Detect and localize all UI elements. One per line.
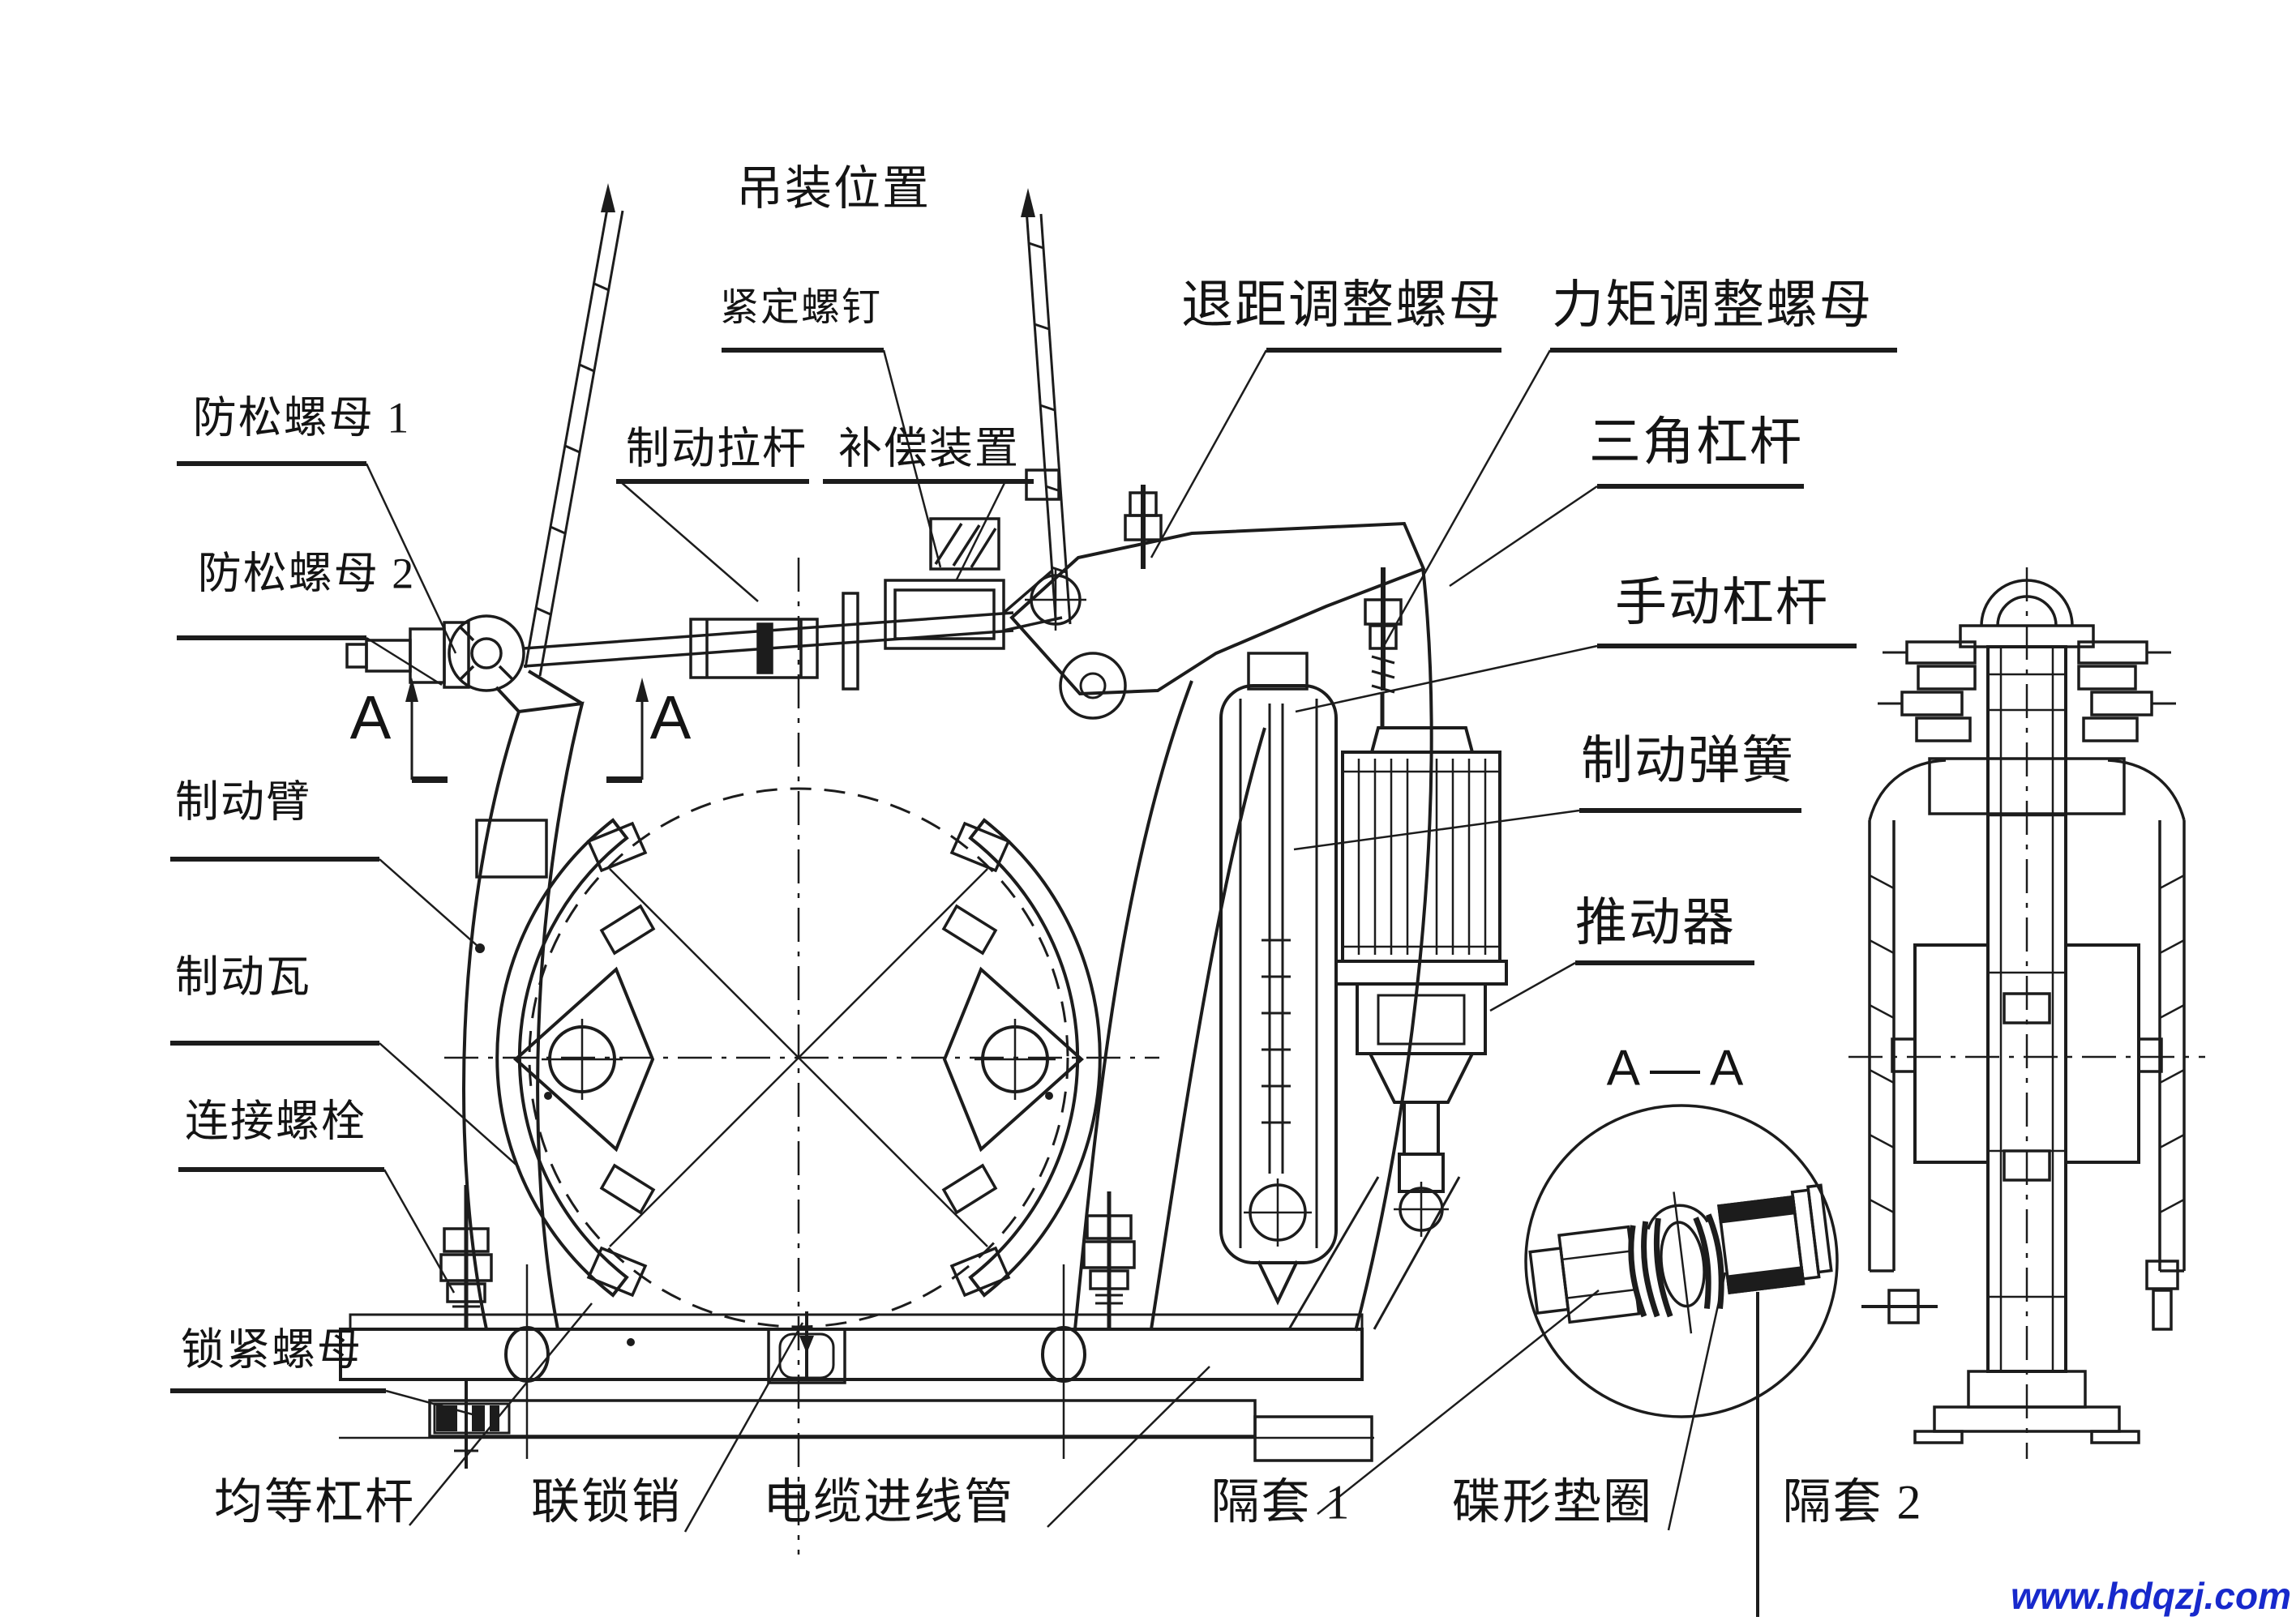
- label-brake-arm: 制动臂: [175, 777, 311, 827]
- thruster-body: [1287, 692, 1508, 1330]
- label-lifting-position: 吊装位置: [735, 162, 932, 215]
- base-assembly: [339, 1264, 1374, 1462]
- section-mark-left-letter: A: [349, 683, 393, 753]
- label-anti-loose-nut-2: 防松螺母 2: [197, 549, 416, 598]
- right-brake-shoe: [941, 818, 1102, 1298]
- label-triangle-lever: 三角杠杆: [1589, 413, 1803, 471]
- label-spacer-1: 隔套 1: [1210, 1475, 1351, 1529]
- site-watermark: www.hdqzj.com: [2011, 1575, 2291, 1617]
- right-anchor-bolt: [1082, 1191, 1136, 1329]
- manual-lever-channel: [1219, 652, 1338, 1306]
- label-cable-inlet-pipe: 电缆进线管: [763, 1475, 1014, 1529]
- left-brake-shoe: [495, 818, 656, 1298]
- sling-arrow-left-icon: [601, 183, 615, 212]
- section-shaft-assembly: [1528, 1183, 1833, 1334]
- label-brake-pull-rod: 制动拉杆: [626, 424, 807, 473]
- brake-drum: [444, 558, 1159, 1555]
- top-pull-rod-assembly: [345, 517, 1063, 692]
- side-view: [1848, 567, 2205, 1459]
- section-cut-marks: [405, 678, 649, 783]
- section-mark-right-letter: A: [649, 683, 693, 753]
- label-equalizing-lever: 均等杠杆: [214, 1475, 415, 1529]
- label-interlock-pin: 联锁销: [531, 1475, 682, 1529]
- label-disc-washer: 碟形垫圈: [1452, 1475, 1653, 1529]
- label-brake-spring: 制动弹簧: [1581, 732, 1795, 789]
- lifting-sling-lines: [524, 183, 1072, 677]
- label-manual-lever: 手动杠杆: [1615, 574, 1829, 631]
- left-brake-arm: [462, 669, 585, 1330]
- label-torque-adjust-nut: 力矩调整螺母: [1552, 276, 1873, 334]
- section-view-title: A—A: [1606, 1040, 1754, 1097]
- label-connecting-bolt: 连接螺栓: [185, 1097, 366, 1146]
- label-locking-nut: 锁紧螺母: [181, 1325, 362, 1375]
- label-compensation-device: 补偿装置: [838, 424, 1020, 473]
- label-brake-shoe: 制动瓦: [175, 952, 311, 1002]
- triangle-lever-plate: [1009, 468, 1426, 720]
- label-set-screw: 紧定螺钉: [719, 286, 883, 329]
- callout-underlines: [170, 348, 1897, 1393]
- left-anchor-bolt: [439, 1185, 493, 1469]
- label-thruster: 推动器: [1575, 894, 1736, 952]
- label-retreat-adjust-nut: 退距调整螺母: [1181, 276, 1502, 334]
- section-detail-circle: [1524, 1104, 1839, 1418]
- label-spacer-2: 隔套 2: [1782, 1475, 1923, 1529]
- label-anti-loose-nut-1: 防松螺母 1: [192, 393, 411, 443]
- sling-arrow-right-icon: [1021, 188, 1035, 217]
- leader-lines: [365, 349, 1759, 1617]
